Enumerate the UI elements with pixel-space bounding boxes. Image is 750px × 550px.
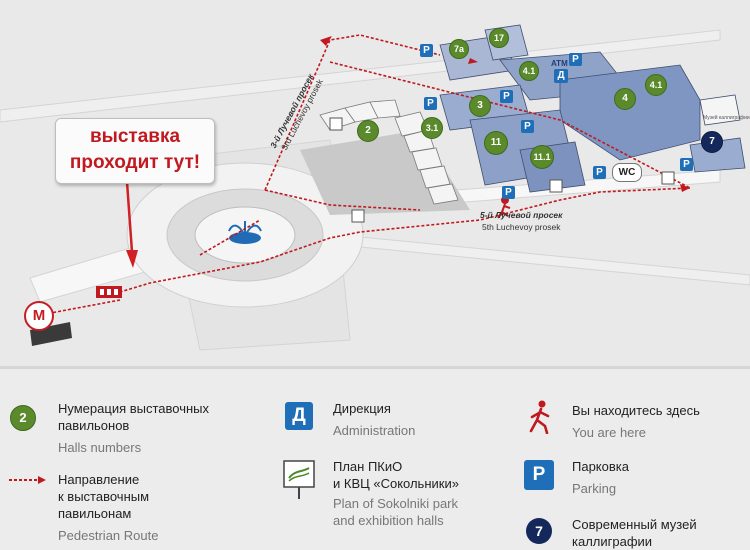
map-legend-divider (0, 366, 750, 369)
metro-icon: M (24, 301, 54, 331)
legend-parking-en: Parking (572, 481, 617, 496)
legend-museum: Современный музей каллиграфии (572, 516, 697, 550)
legend-plan-en-1: Plan of Sokolniki park (333, 496, 459, 511)
building-4 (559, 64, 701, 161)
route-arrows (320, 36, 690, 192)
pedestrian-route-icon (9, 476, 46, 484)
exhibition-callout: выставка проходит тут! (55, 118, 215, 184)
administration-icon: Д (554, 69, 568, 83)
lower-road (339, 234, 750, 286)
you-are-here-icon (529, 400, 550, 434)
park-map: 3-й Лучевой просек 3rd Luchevoy prosek 5… (0, 24, 750, 351)
legend-plan-ru-2: и КВЦ «Сокольники» (333, 476, 459, 491)
legend-here-en: You are here (572, 425, 646, 440)
legend-route-ru-2: к выставочным (58, 489, 150, 504)
parking-icon: P (500, 90, 513, 103)
parking-icon: P (524, 460, 554, 490)
legend-halls: Нумерация выставочных павильонов Halls n… (58, 400, 209, 456)
legend-route-en: Pedestrian Route (58, 528, 159, 543)
hall-7-museum-marker[interactable]: 7 (701, 131, 723, 153)
map-drawing (0, 24, 750, 351)
museum-annex (699, 94, 741, 126)
legend-plan-ru-1: План ПКиО (333, 459, 403, 474)
hall-4-marker[interactable]: 4 (614, 88, 636, 110)
legend-museum-ru-1: Современный музей (572, 517, 697, 532)
hall-17-marker[interactable]: 17 (489, 28, 509, 48)
hall-7a-marker[interactable]: 7а (449, 39, 469, 59)
hall-number-icon: 2 (10, 405, 36, 431)
parking-icon: P (521, 120, 534, 133)
legend-here-ru: Вы находитесь здесь (572, 403, 700, 418)
parking-icon: P (424, 97, 437, 110)
hall-4-1-left-marker[interactable]: 4.1 (519, 61, 539, 81)
road-label-5th-en: 5th Luchevoy prosek (482, 222, 561, 232)
callout-line-2: проходит тут! (69, 152, 201, 173)
legend-plan: План ПКиО и КВЦ «Сокольники» Plan of Sok… (333, 458, 459, 529)
amphitheater (319, 99, 459, 205)
legend-admin-en: Administration (333, 423, 416, 438)
administration-icon: Д (285, 402, 313, 430)
legend-halls-ru-1: Нумерация выставочных (58, 401, 210, 416)
callout-line-1: выставка (89, 126, 181, 147)
hall-4-1-marker[interactable]: 4.1 (645, 74, 667, 96)
road-label-5th-ru: 5-й Лучевой просек (480, 210, 563, 220)
parking-icon: P (593, 166, 606, 179)
parking-icon: P (420, 44, 433, 57)
parking-icon: P (502, 186, 515, 199)
legend-route-ru-1: Направление (58, 472, 140, 487)
callout-arrow (125, 181, 138, 268)
legend-halls-ru-2: павильонов (58, 418, 130, 433)
plan-sign-icon (329, 117, 675, 223)
legend-admin: Дирекция Administration (333, 400, 415, 439)
legend-admin-ru: Дирекция (333, 401, 391, 416)
legend-here: Вы находитесь здесь You are here (572, 402, 700, 441)
legend-route: Направление к выставочным павильонам Ped… (58, 471, 158, 544)
museum-sign-label: Музей каллиграфии (703, 115, 750, 121)
legend-parking: Парковка Parking (572, 458, 629, 497)
atm-label: ATM (551, 59, 568, 68)
hall-11-marker[interactable]: 11 (484, 131, 508, 155)
entrance-gate-icon (96, 286, 122, 298)
parking-icon: P (680, 158, 693, 171)
hall-11-1-marker[interactable]: 11.1 (530, 145, 554, 169)
wc-icon: WC (612, 163, 642, 182)
legend-parking-ru: Парковка (572, 459, 629, 474)
museum-icon: 7 (526, 518, 552, 544)
hall-2-marker[interactable]: 2 (357, 120, 379, 142)
plan-sign-icon (283, 460, 315, 499)
parking-icon: P (569, 53, 582, 66)
legend-museum-ru-2: каллиграфии (572, 534, 653, 549)
legend-plan-en-2: and exhibition halls (333, 513, 444, 528)
legend-halls-en: Halls numbers (58, 440, 142, 455)
hall-3-1-marker[interactable]: 3.1 (421, 117, 443, 139)
legend-route-ru-3: павильонам (58, 506, 132, 521)
hall-3-marker[interactable]: 3 (469, 95, 491, 117)
